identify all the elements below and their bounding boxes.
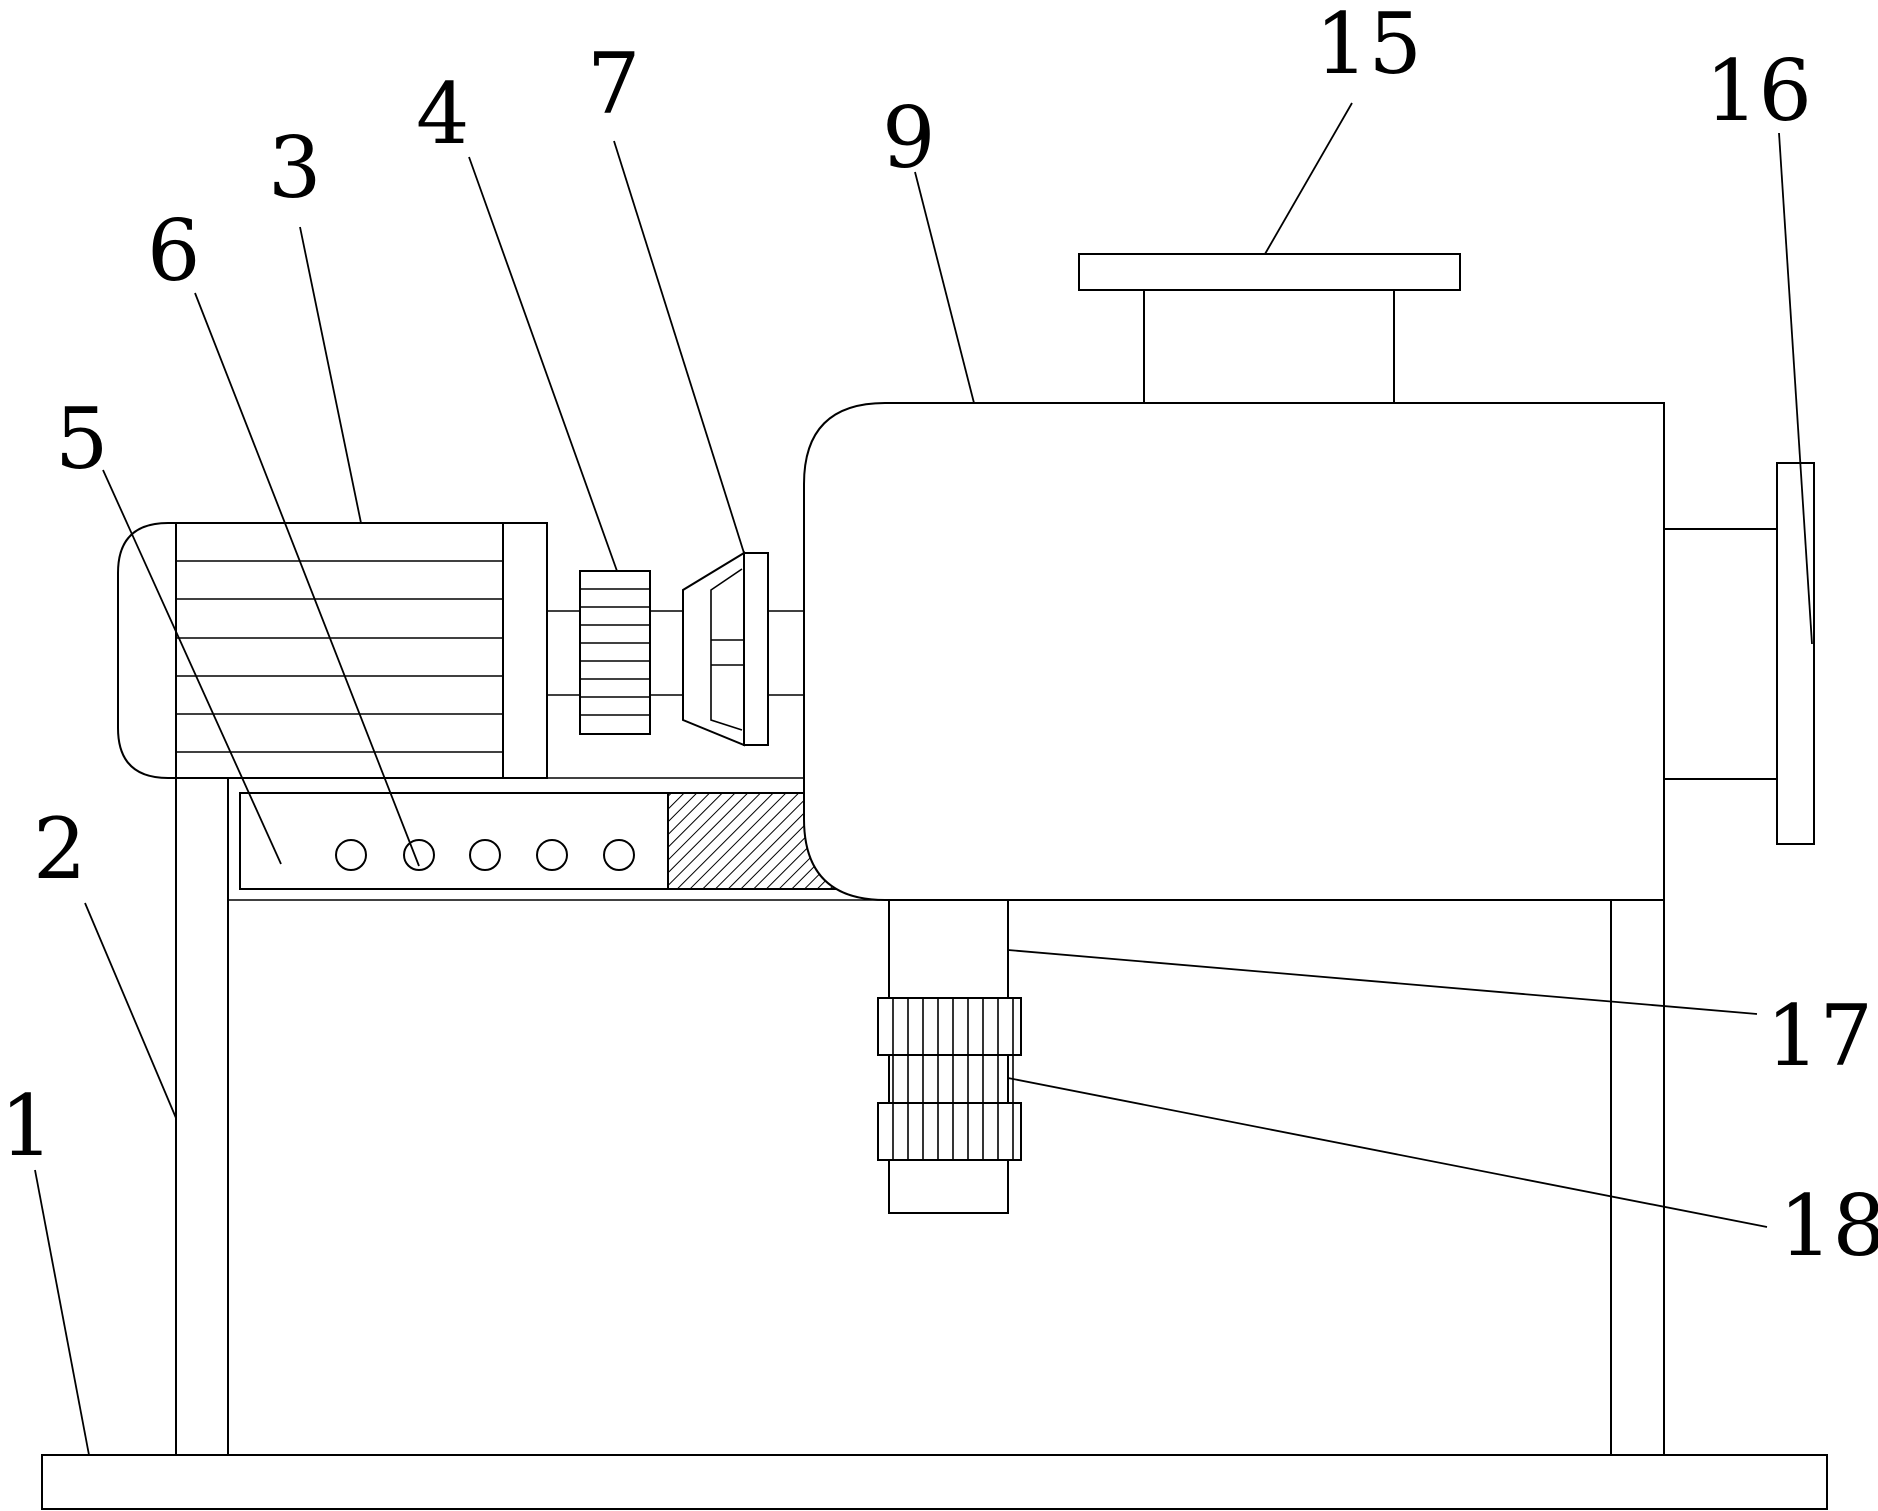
label-3: 3	[268, 119, 321, 217]
control-button	[603, 839, 635, 871]
label-1: 1	[0, 1077, 53, 1175]
leader-15	[1264, 102, 1353, 255]
label-2: 2	[33, 800, 86, 898]
leader-2	[84, 902, 177, 1119]
control-button	[469, 839, 501, 871]
control-button	[335, 839, 367, 871]
label-7: 7	[587, 35, 640, 133]
pipe-coupling	[877, 997, 1022, 1161]
label-6: 6	[147, 202, 200, 300]
label-9: 9	[882, 89, 935, 187]
leader-16	[1778, 132, 1813, 645]
discharge-pipe	[888, 899, 1009, 1214]
outlet-flange	[1663, 462, 1815, 845]
leader-9	[914, 171, 975, 404]
label-18: 18	[1779, 1177, 1878, 1275]
label-16: 16	[1705, 42, 1812, 140]
reference-numerals: 1 2 3 4 5 6 7 9 15 16 17 18	[0, 0, 1878, 1275]
control-box	[239, 792, 669, 890]
label-5: 5	[55, 390, 108, 488]
main-housing	[803, 402, 1665, 901]
label-17: 17	[1766, 987, 1873, 1085]
base-plate	[41, 1454, 1828, 1510]
leader-7	[613, 140, 745, 554]
leader-3	[299, 226, 362, 524]
bevel-coupling	[682, 551, 769, 747]
leader-5	[102, 469, 282, 865]
feed-inlet	[1078, 253, 1461, 404]
drive-shaft	[547, 610, 804, 696]
leader-18	[1007, 1077, 1768, 1228]
label-4: 4	[416, 65, 469, 163]
control-button	[536, 839, 568, 871]
leader-lines	[34, 102, 1813, 1456]
motor	[117, 522, 548, 779]
label-15: 15	[1315, 0, 1422, 93]
leader-4	[468, 156, 618, 572]
leader-17	[1007, 949, 1758, 1015]
spur-gear	[579, 570, 651, 735]
leader-6	[194, 292, 420, 867]
leader-1	[34, 1169, 90, 1456]
